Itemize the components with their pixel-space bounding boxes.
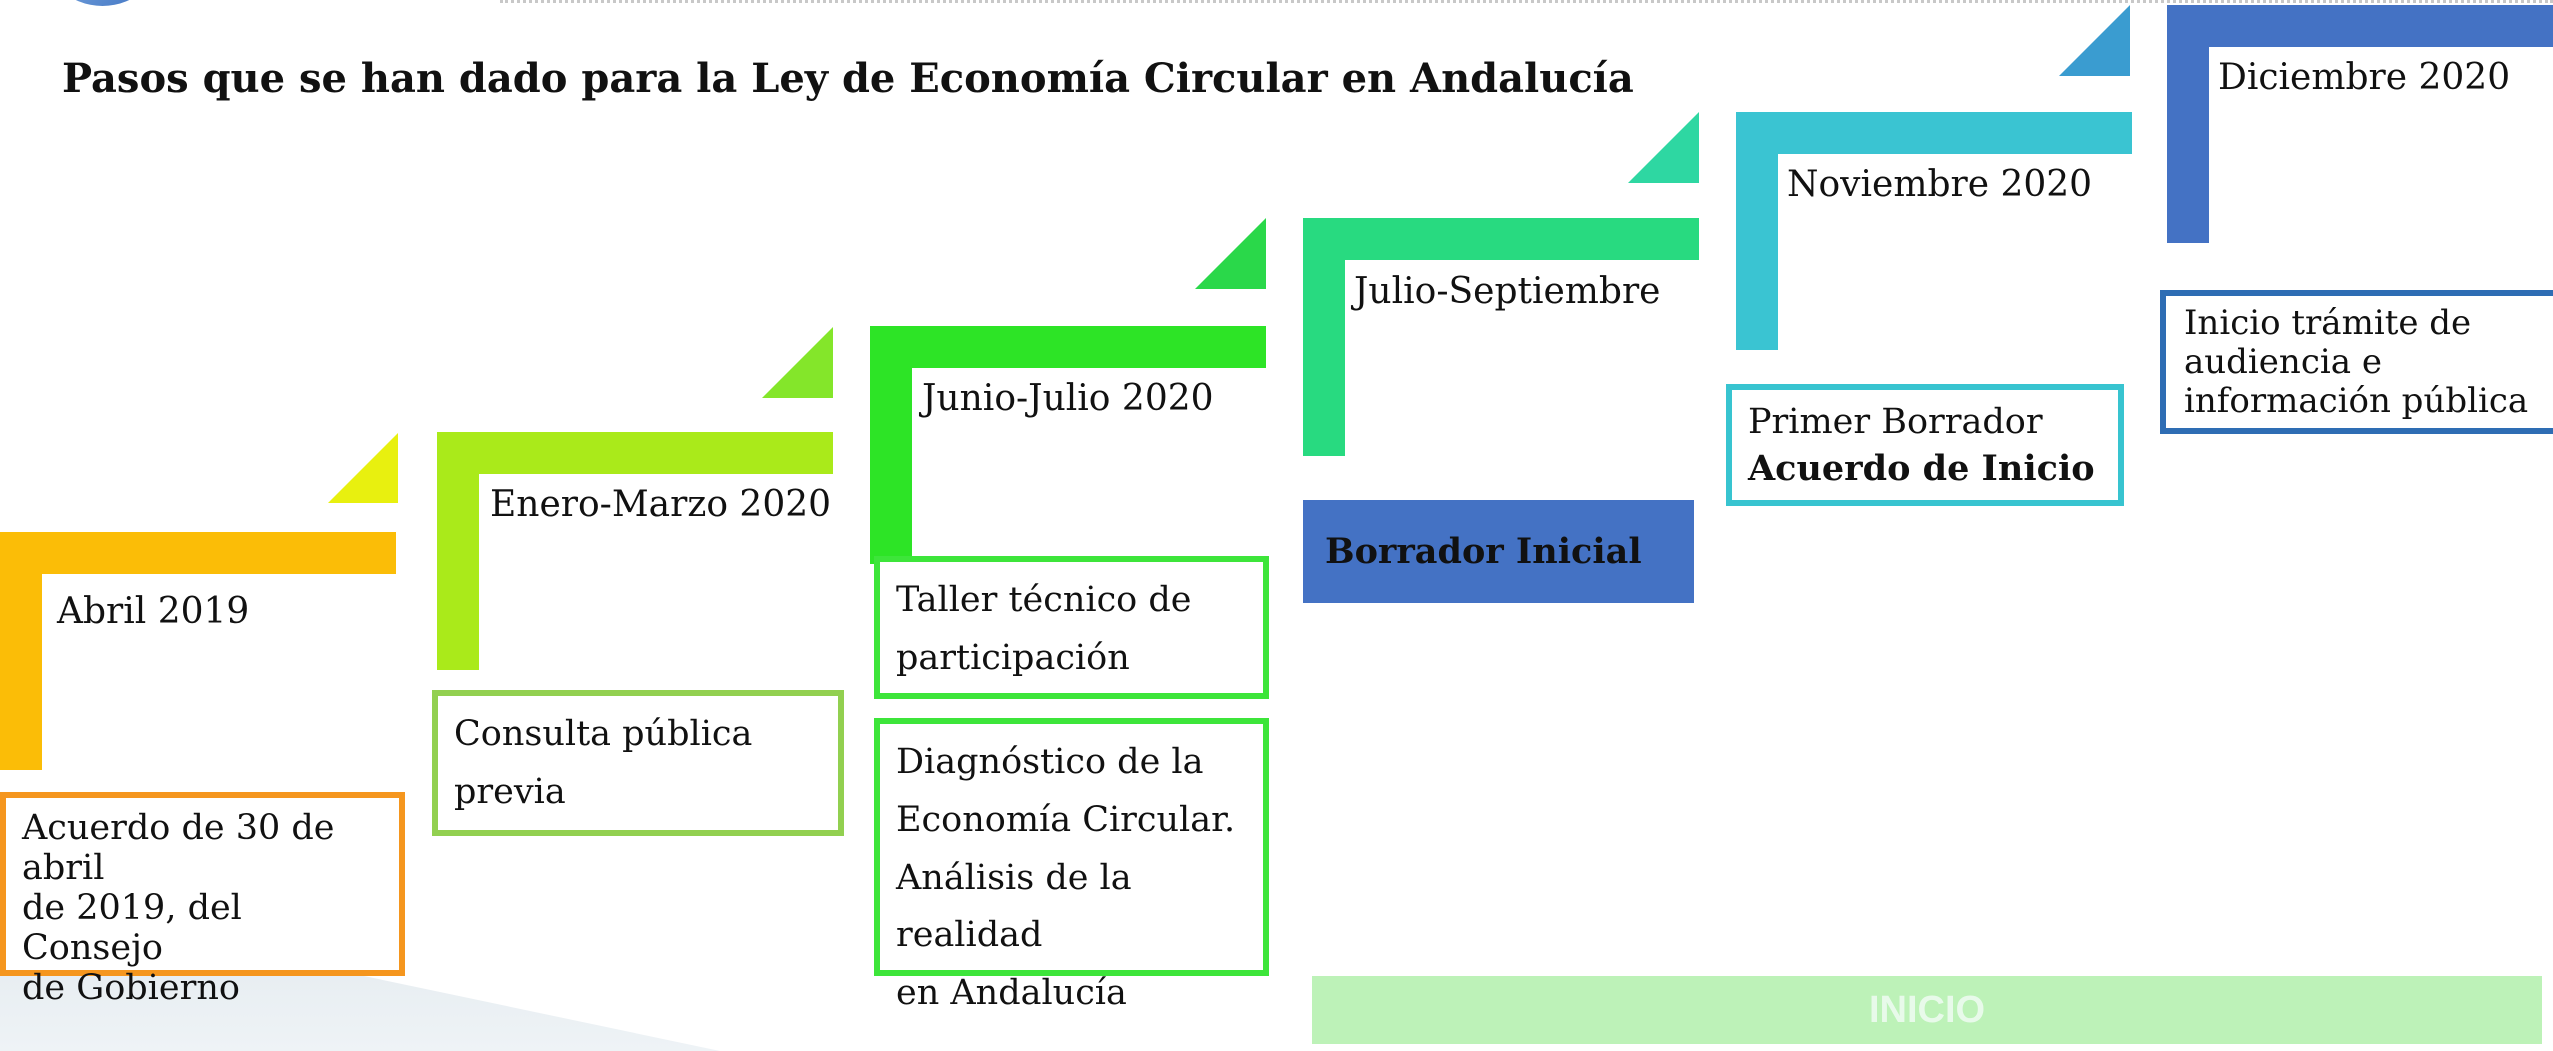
step-4-box: Borrador Inicial: [1303, 500, 1694, 603]
box-line: Acuerdo de Inicio: [1748, 447, 2095, 489]
diagram-title: Pasos que se han dado para la Ley de Eco…: [62, 55, 1634, 102]
box-line: en Andalucía: [896, 973, 1127, 1013]
step-1-box: Acuerdo de 30 de abril de 2019, del Cons…: [0, 792, 405, 1008]
box-line: Borrador Inicial: [1325, 531, 1642, 572]
step-5-stair-horizontal: [1736, 112, 2132, 154]
step-1-stair-vertical: [0, 532, 42, 770]
box-line: Economía Circular.: [896, 799, 1236, 840]
box-line: participación: [896, 637, 1130, 678]
step-5-date: Noviembre 2020: [1787, 164, 2093, 205]
inicio-label: INICIO: [1868, 988, 1986, 1031]
step-6-stair-vertical: [2167, 5, 2209, 243]
step-6-stair-horizontal: [2167, 5, 2553, 47]
logo-fragment: [40, 0, 165, 6]
box-line: de 2019, del Consejo: [22, 888, 242, 968]
step-2-triangle: [762, 327, 833, 398]
step-4-triangle: [1628, 112, 1699, 183]
step-6-date: Diciembre 2020: [2218, 57, 2511, 98]
step-5-triangle: [2059, 5, 2130, 76]
step-3-triangle: [1195, 218, 1266, 289]
box-line: de Gobierno: [22, 968, 240, 1008]
step-2-date: Enero-Marzo 2020: [490, 484, 832, 525]
step-4-stair-horizontal: [1303, 218, 1699, 260]
step-5-stair-vertical: [1736, 112, 1778, 350]
step-4-date: Julio-Septiembre: [1354, 271, 1661, 312]
box-line: audiencia e: [2184, 342, 2382, 383]
step-3-date: Junio-Julio 2020: [922, 378, 1214, 419]
step-3-stair-vertical: [870, 326, 912, 564]
box-line: Inicio trámite de: [2184, 303, 2472, 343]
step-3-box-diagnostico: Diagnóstico de la Economía Circular. Aná…: [874, 718, 1269, 1013]
step-1-stair-horizontal: [0, 532, 396, 574]
box-line: Taller técnico de: [896, 580, 1192, 620]
box-line: Acuerdo de 30 de abril: [22, 808, 335, 888]
inicio-bar: INICIO: [1312, 976, 2542, 1044]
box-line: previa: [454, 771, 566, 812]
box-line: información pública: [2184, 381, 2529, 422]
step-1-date: Abril 2019: [57, 591, 250, 632]
step-5-box: Primer Borrador Acuerdo de Inicio: [1726, 384, 2124, 506]
step-4-stair-vertical: [1303, 218, 1345, 456]
step-2-stair-horizontal: [437, 432, 833, 474]
step-3-box-taller: Taller técnico de participación: [874, 556, 1269, 699]
box-line: Primer Borrador: [1748, 402, 2043, 442]
box-line: Consulta pública: [454, 714, 753, 754]
step-2-box: Consulta pública previa: [432, 690, 844, 836]
step-1-triangle: [328, 433, 398, 503]
step-3-stair-horizontal: [870, 326, 1266, 368]
top-divider: [500, 0, 2553, 3]
box-line: Diagnóstico de la: [896, 742, 1204, 782]
step-2-stair-vertical: [437, 432, 479, 670]
step-6-box: Inicio trámite de audiencia e informació…: [2160, 290, 2553, 434]
box-line: Análisis de la realidad: [896, 857, 1132, 956]
